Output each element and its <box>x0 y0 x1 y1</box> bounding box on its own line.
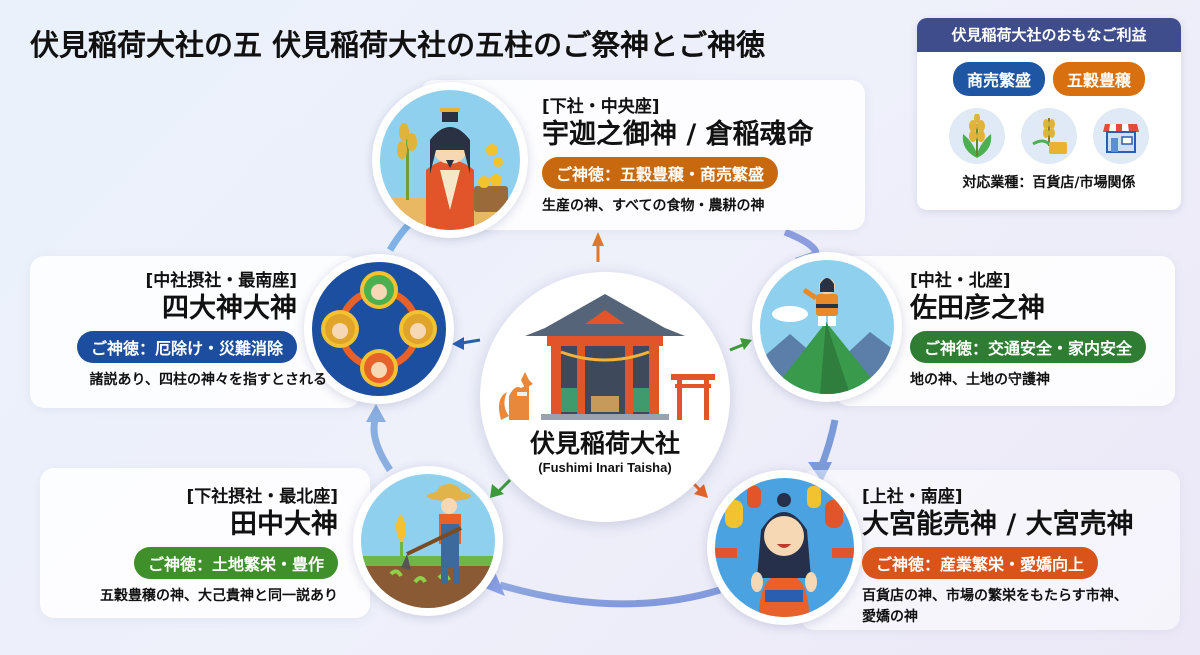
harvest-grain-icon <box>1021 108 1077 164</box>
virtue-badge: ご神徳：五穀豊穣・商売繁盛 <box>542 157 779 189</box>
deity-description: 生産の神、すべての食物・農耕の神 <box>542 198 765 214</box>
deity-description: 百貨店の神、市場の繁栄をもたらす市神、 愛嬌の神 <box>862 586 1134 628</box>
benefit-pill-harvest: 五穀豊穣 <box>1053 62 1146 96</box>
shrine-label: [下社・中央座] <box>542 97 660 117</box>
deity-info-omiyanome: [上社・南座] 大宮能売神 / 大宮売神 ご神徳：産業繁栄・愛嬌向上 百貨店の神… <box>862 482 1134 628</box>
benefits-footer: 対応業種：百貨店/市場関係 <box>962 175 1136 191</box>
deity-description-line: 愛嬌の神 <box>862 609 918 625</box>
shrine-icon <box>499 294 715 420</box>
arc-left-bottom <box>370 419 393 472</box>
deity-description: 諸説あり、四柱の神々を指すとされる <box>89 372 327 388</box>
shrine-label: [中社・北座] <box>910 271 1011 291</box>
deity-name: 田中大神 <box>230 509 338 540</box>
shrine-label: [下社摂社・最北座] <box>186 487 338 507</box>
deity-portrait-satahiko <box>752 252 902 402</box>
deity-portrait-tanaka <box>353 466 503 616</box>
shrine-label: [中社摂社・最南座] <box>145 271 297 291</box>
fox-icon <box>499 372 533 420</box>
deity-card-tanaka <box>40 468 370 618</box>
deity-info-uka: [下社・中央座] 宇迦之御神 / 倉稲魂命 ご神徳：五穀豊穣・商売繁盛 生産の神… <box>542 92 814 217</box>
page-title: 伏見稲荷大社の五 伏見稲荷大社の五柱のご祭神とご神徳 <box>30 28 766 62</box>
deity-description-line: 百貨店の神、市場の繁栄をもたらす市神、 <box>862 588 1128 604</box>
deity-with-rice-icon <box>380 108 520 230</box>
deity-portrait-omiyanome <box>707 470 862 625</box>
rice-plant-icon <box>949 108 1005 164</box>
benefits-panel: 伏見稲荷大社のおもなご利益 商売繁盛 五穀豊穣 <box>917 18 1181 210</box>
deity-description: 地の神、土地の守護神 <box>910 372 1050 388</box>
shrine-label: [上社・南座] <box>862 487 963 507</box>
deity-on-mountain-icon <box>760 278 894 394</box>
deity-name: 大宮能売神 / 大宮売神 <box>862 509 1134 540</box>
torii-icon <box>671 374 715 420</box>
four-deities-emblem-icon <box>321 271 437 387</box>
virtue-badge: ご神徳：厄除け・災難消除 <box>76 331 297 363</box>
center-shrine-node: 伏見稲荷大社 (Fushimi Inari Taisha) <box>480 272 730 522</box>
deity-name: 四大神大神 <box>162 293 297 324</box>
virtue-badge: ご神徳：産業繁栄・愛嬌向上 <box>862 547 1099 579</box>
deity-name: 宇迦之御神 / 倉稲魂命 <box>542 119 814 150</box>
deity-info-shidai: [中社摂社・最南座] 四大神大神 ご神徳：厄除け・災難消除 諸説あり、四柱の神々… <box>76 266 327 391</box>
farmer-with-hoe-icon <box>361 484 495 608</box>
virtue-badge: ご神徳：交通安全・家内安全 <box>910 331 1147 363</box>
benefit-pill-commerce: 商売繁盛 <box>952 62 1045 96</box>
deity-description: 五穀豊穣の神、大己貴神と同一説あり <box>100 588 338 604</box>
goddess-at-market-icon <box>715 486 854 617</box>
deity-info-tanaka: [下社摂社・最北座] 田中大神 ご神徳：土地繁栄・豊作 五穀豊穣の神、大己貴神と… <box>100 482 338 607</box>
deity-info-satahiko: [中社・北座] 佐田彦之神 ご神徳：交通安全・家内安全 地の神、土地の守護神 <box>910 266 1147 391</box>
deity-portrait-uka <box>372 82 528 238</box>
center-shrine-name: 伏見稲荷大社 <box>529 429 680 458</box>
center-shrine-subtitle: (Fushimi Inari Taisha) <box>538 460 672 475</box>
deity-portrait-shidai <box>304 254 454 404</box>
deity-name: 佐田彦之神 <box>910 293 1045 324</box>
storefront-icon <box>1093 108 1149 164</box>
arc-bottom <box>499 581 722 608</box>
virtue-badge: ご神徳：土地繁栄・豊作 <box>133 547 338 579</box>
benefits-header: 伏見稲荷大社のおもなご利益 <box>917 18 1181 52</box>
